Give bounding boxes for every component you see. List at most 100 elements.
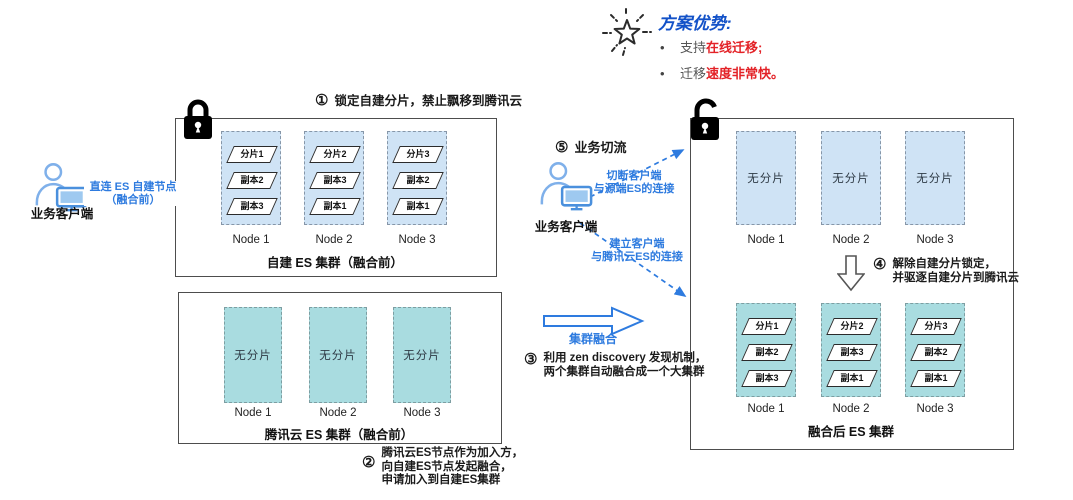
step-4-number: ④ — [873, 256, 887, 273]
shard-item: 副本2 — [392, 172, 444, 189]
step-2-line-3: 申请加入到自建ES集群 — [381, 474, 501, 486]
step-3-number: ③ — [524, 351, 538, 368]
no-shard-label: 无分片 — [319, 350, 357, 362]
step-4: ④ 解除自建分片锁定， 并驱逐自建分片到腾讯云 — [873, 257, 1019, 285]
connection-line-2: （融合前） — [105, 193, 161, 206]
shard-item: 副本1 — [826, 370, 878, 387]
cluster-fusion-arrow-icon — [542, 305, 645, 337]
shard-item: 副本3 — [309, 172, 361, 189]
shard-item: 副本3 — [826, 344, 878, 361]
shard-item: 副本3 — [226, 198, 278, 215]
new-line-1: 建立客户端 — [609, 238, 665, 250]
self-built-node-3: 分片3 副本2 副本1 — [387, 131, 447, 225]
shard-item: 分片1 — [226, 146, 278, 163]
shard-label: 分片1 — [755, 321, 779, 331]
shard-label: 分片1 — [240, 149, 264, 159]
bullet-icon: • — [660, 40, 665, 55]
shard-item: 副本3 — [741, 370, 793, 387]
tencent-cluster-title: 腾讯云 ES 集群（融合前） — [264, 428, 414, 442]
shard-label: 分片2 — [323, 149, 347, 159]
self-built-node-3-name: Node 3 — [398, 234, 436, 246]
advantage-2-prefix: 迁移 — [680, 66, 707, 81]
shard-label: 副本1 — [924, 373, 948, 383]
merged-bottom-node-3: 分片3 副本2 副本1 — [905, 303, 965, 397]
step-2: ② 腾讯云ES节点作为加入方， 向自建ES节点发起融合， 申请加入到自建ES集群 — [362, 447, 523, 488]
merged-bottom-node-2: 分片2 副本3 副本1 — [821, 303, 881, 397]
self-built-node-2-name: Node 2 — [315, 234, 353, 246]
shard-label: 分片2 — [840, 321, 864, 331]
merged-cluster-title: 融合后 ES 集群 — [807, 425, 895, 439]
no-shard-label: 无分片 — [916, 173, 954, 185]
merged-top-node-2: 无分片 — [821, 131, 881, 225]
no-shard-label: 无分片 — [747, 173, 785, 185]
shard-label: 副本2 — [924, 347, 948, 357]
step-1-text: 锁定自建分片，禁止飘移到腾讯云 — [334, 94, 522, 108]
step-5-text: 业务切流 — [574, 140, 627, 155]
cut-connection-label: 切断客户端 与源端ES的连接 — [584, 170, 684, 195]
shard-label: 分片3 — [924, 321, 948, 331]
shard-item: 副本1 — [392, 198, 444, 215]
step-3-line-2: 两个集群自动融合成一个大集群 — [543, 365, 705, 378]
step-3: ③ 利用 zen discovery 发现机制， 两个集群自动融合成一个大集群 — [524, 352, 706, 379]
shard-item: 副本2 — [741, 344, 793, 361]
tencent-node-3-name: Node 3 — [403, 407, 441, 419]
business-client-icon — [33, 161, 89, 213]
tencent-node-3: 无分片 — [393, 307, 451, 403]
new-connection-label: 建立客户端 与腾讯云ES的连接 — [582, 238, 692, 263]
shard-item: 分片2 — [309, 146, 361, 163]
shard-item: 分片3 — [910, 318, 962, 335]
step-5-number: ⑤ — [555, 139, 569, 156]
shard-item: 副本2 — [910, 344, 962, 361]
sparkle-star-icon — [601, 6, 653, 58]
cut-line-2: 与源端ES的连接 — [593, 182, 675, 195]
shard-item: 副本2 — [226, 172, 278, 189]
step-3-text: 利用 zen discovery 发现机制， 两个集群自动融合成一个大集群 — [543, 352, 706, 379]
business-client-icon — [538, 160, 594, 212]
shard-label: 副本1 — [323, 201, 347, 211]
merged-top-node-1-name: Node 1 — [747, 234, 785, 246]
merged-top-node-3: 无分片 — [905, 131, 965, 225]
no-shard-label: 无分片 — [403, 350, 441, 362]
bullet-icon: • — [660, 66, 665, 81]
step-2-text: 腾讯云ES节点作为加入方， 向自建ES节点发起融合， 申请加入到自建ES集群 — [381, 447, 523, 488]
self-built-node-2: 分片2 副本3 副本1 — [304, 131, 364, 225]
merged-bottom-node-2-name: Node 2 — [832, 403, 870, 415]
step-2-line-1: 腾讯云ES节点作为加入方， — [381, 447, 524, 459]
advantages-title: 方案优势: — [658, 14, 732, 33]
shard-label: 副本3 — [755, 373, 779, 383]
open-lock-icon — [687, 94, 727, 144]
left-client-label: 业务客户端 — [30, 207, 94, 221]
shard-item: 副本1 — [910, 370, 962, 387]
connection-line-1: 直连 ES 自建节点 — [89, 181, 177, 193]
merged-top-node-3-name: Node 3 — [916, 234, 954, 246]
tencent-node-1: 无分片 — [224, 307, 282, 403]
arrow-new-connection — [579, 222, 687, 297]
shard-label: 副本3 — [240, 201, 264, 211]
evict-down-arrow-icon — [837, 254, 865, 292]
step-2-number: ② — [362, 454, 376, 471]
step-5: ⑤ 业务切流 — [555, 140, 626, 156]
step-3-line-1: 利用 zen discovery 发现机制， — [543, 352, 707, 364]
no-shard-label: 无分片 — [234, 350, 272, 362]
advantage-2-highlight: 速度非常快。 — [706, 66, 785, 81]
mid-client-label: 业务客户端 — [534, 220, 598, 234]
step-4-text: 解除自建分片锁定， 并驱逐自建分片到腾讯云 — [892, 257, 1019, 285]
merged-top-node-1: 无分片 — [736, 131, 796, 225]
shard-label: 副本2 — [240, 175, 264, 185]
self-built-node-1: 分片1 副本2 副本3 — [221, 131, 281, 225]
left-client-connection-label: 直连 ES 自建节点 （融合前） — [84, 181, 182, 206]
shard-label: 副本2 — [755, 347, 779, 357]
shard-label: 分片3 — [406, 149, 430, 159]
shard-label: 副本1 — [840, 373, 864, 383]
closed-lock-icon — [181, 95, 215, 142]
advantage-1-highlight: 在线迁移; — [706, 40, 763, 55]
new-line-2: 与腾讯云ES的连接 — [591, 250, 683, 263]
tencent-node-2: 无分片 — [309, 307, 367, 403]
shard-item: 分片3 — [392, 146, 444, 163]
fusion-arrow-label: 集群融合 — [568, 332, 617, 346]
advantage-item-1: • 支持在线迁移; — [660, 37, 762, 56]
shard-item: 分片1 — [741, 318, 793, 335]
shard-item: 分片2 — [826, 318, 878, 335]
advantage-item-2: • 迁移速度非常快。 — [660, 63, 784, 82]
advantage-1-prefix: 支持 — [680, 40, 707, 55]
